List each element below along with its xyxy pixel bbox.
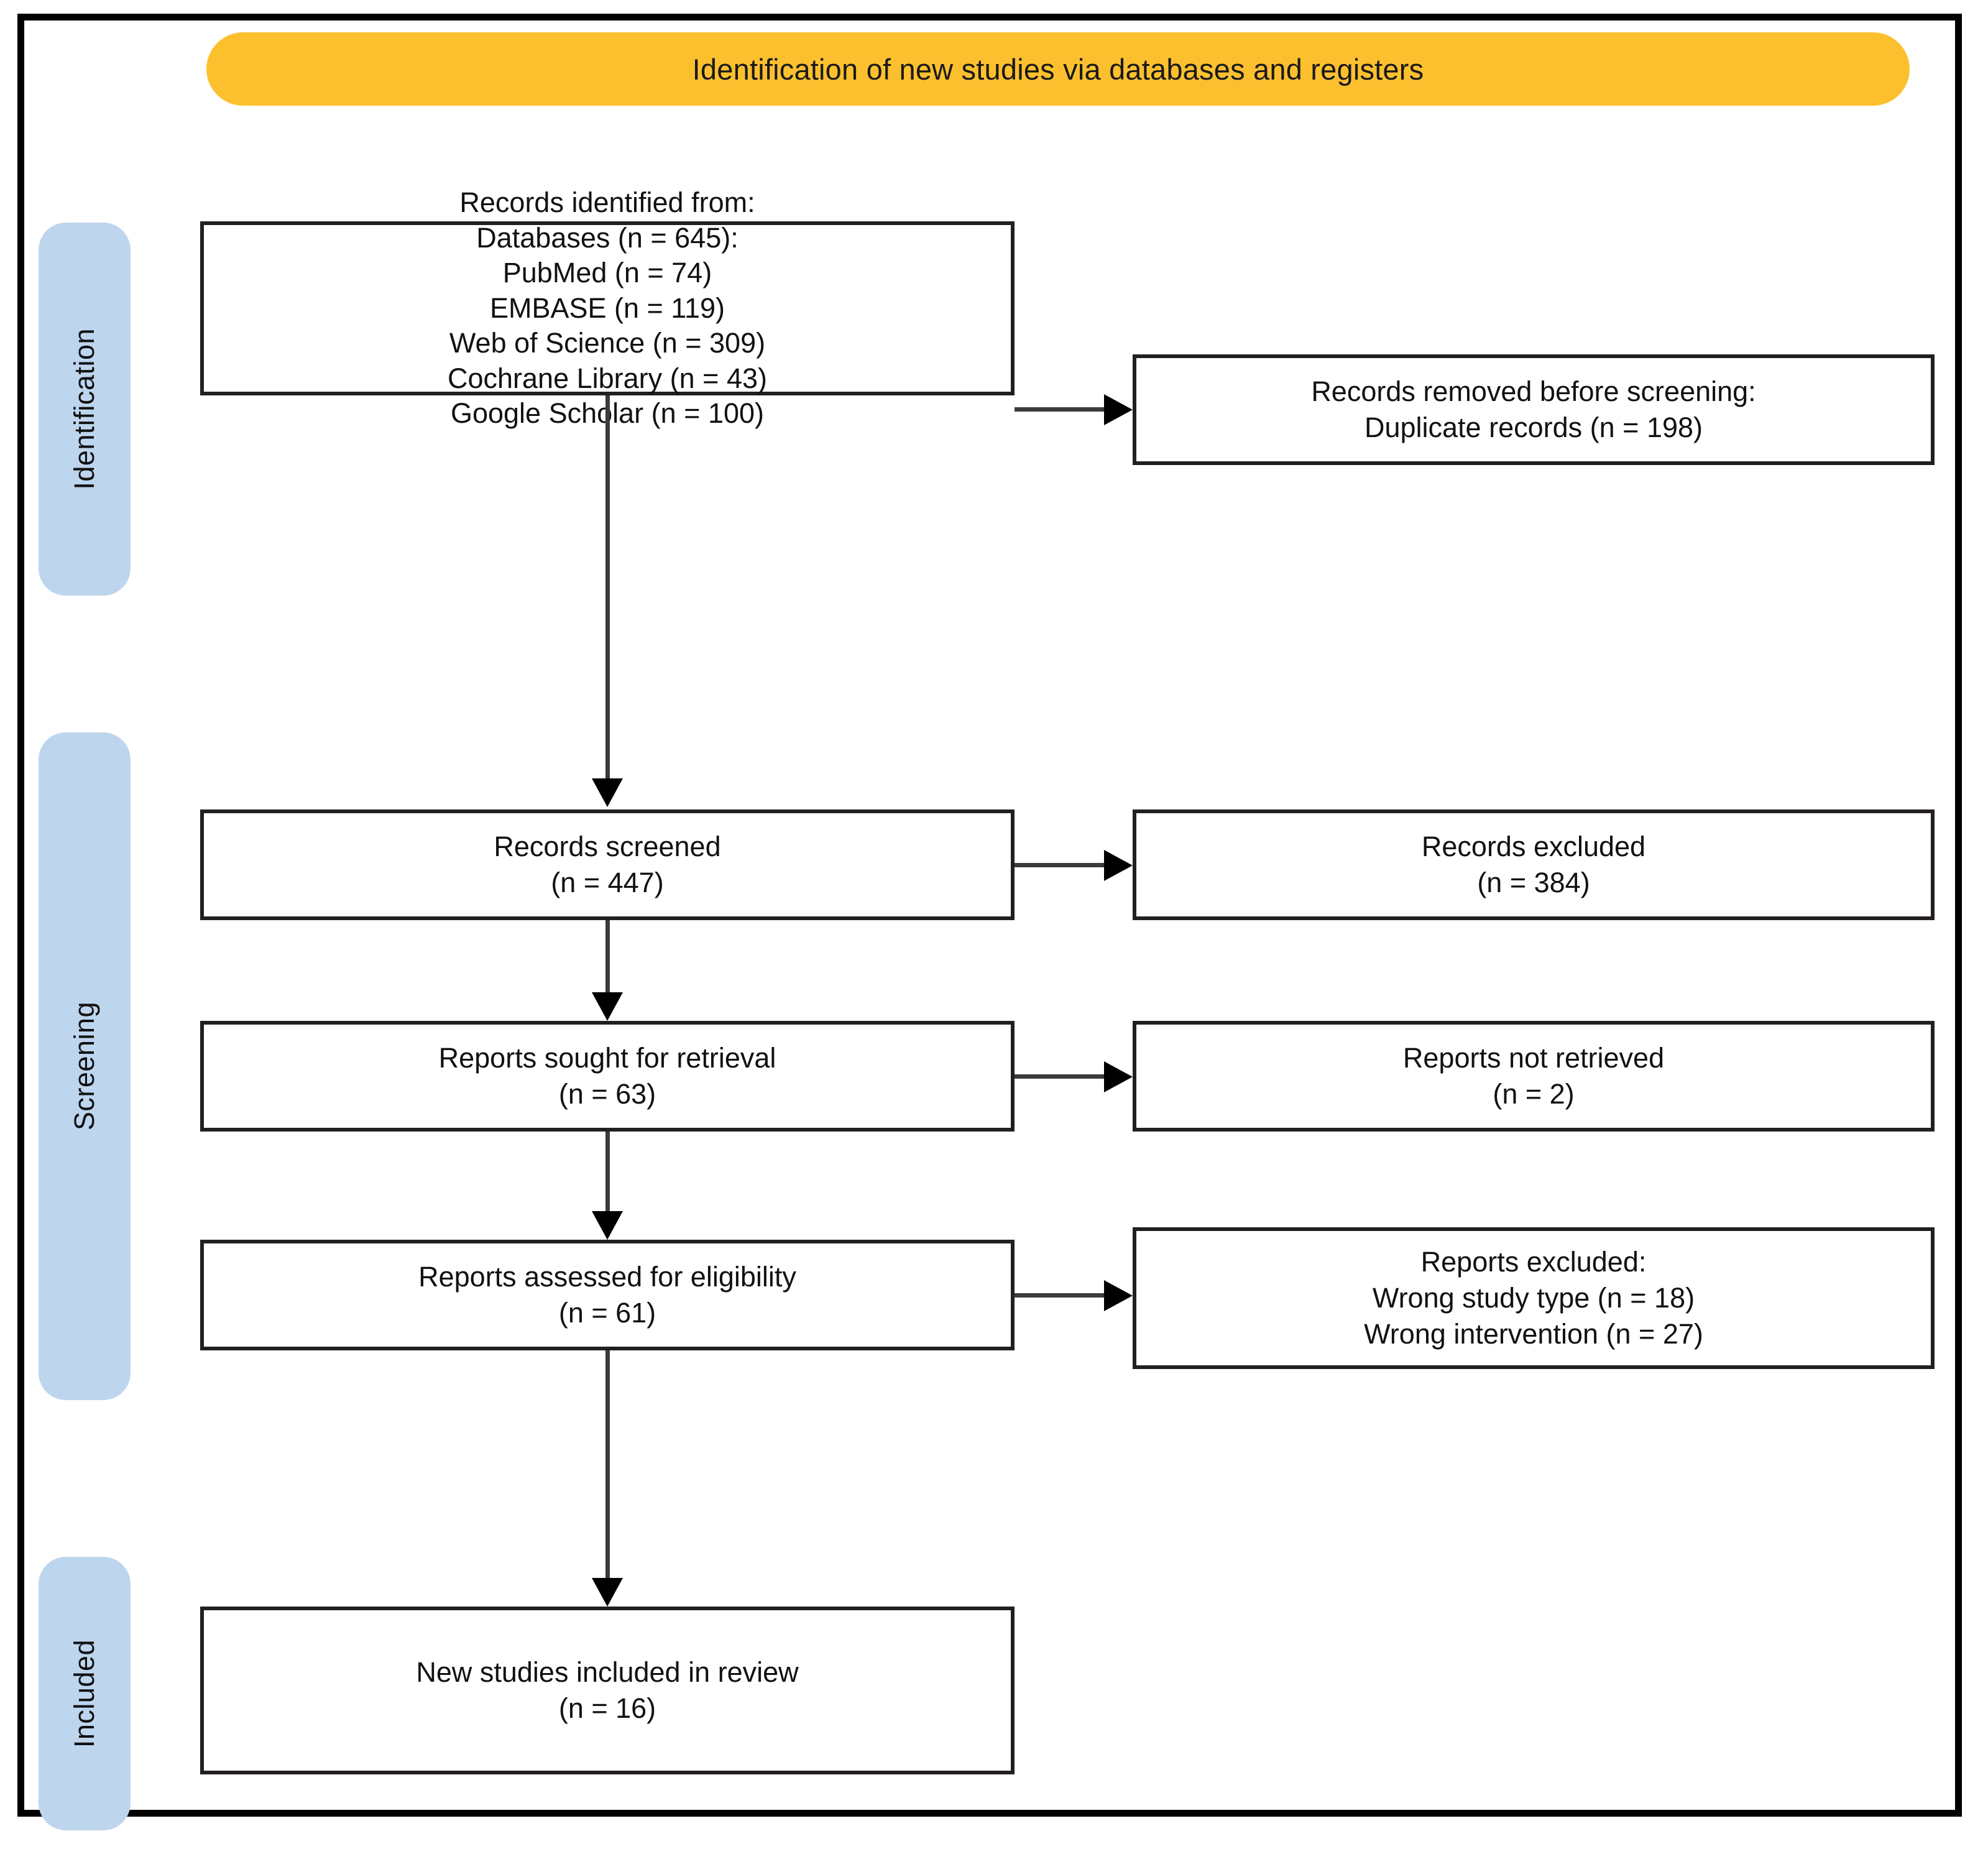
identification-banner: Identification of new studies via databa…	[206, 32, 1910, 106]
box-line: (n = 16)	[558, 1692, 656, 1724]
box-reports-excluded: Reports excluded: Wrong study type (n = …	[1133, 1227, 1935, 1369]
arrowhead-assessed-to-reports-excluded	[1104, 1280, 1133, 1311]
box-line: (n = 2)	[1493, 1078, 1575, 1110]
box-line: Wrong study type (n = 18)	[1372, 1281, 1695, 1314]
box-records-excluded: Records excluded (n = 384)	[1133, 809, 1935, 920]
box-records-screened: Records screened (n = 447)	[200, 809, 1015, 920]
stage-pill-included: Included	[39, 1557, 131, 1830]
box-line: Wrong intervention (n = 27)	[1364, 1318, 1703, 1350]
box-records-identified: Records identified from: Databases (n = …	[200, 187, 1015, 429]
connector-sought-to-not-retrieved	[1015, 1074, 1105, 1079]
stage-label-identification: Identification	[68, 328, 100, 490]
box-line: PubMed (n = 74)	[502, 257, 712, 289]
box-line: Databases (n = 645):	[476, 221, 739, 254]
box-line: Reports not retrieved	[1402, 1041, 1665, 1074]
box-line: (n = 447)	[551, 867, 664, 898]
connector-screened-to-sought	[605, 920, 610, 995]
connector-assessed-to-included	[605, 1350, 610, 1580]
arrowhead-identified-to-screened	[592, 778, 623, 807]
stage-pill-identification: Identification	[39, 223, 131, 596]
box-line: Reports sought for retrieval	[438, 1041, 776, 1074]
arrowhead-sought-to-not-retrieved	[1104, 1061, 1133, 1092]
connector-assessed-to-reports-excluded	[1015, 1293, 1105, 1298]
stage-label-included: Included	[68, 1639, 100, 1748]
box-line: Cochrane Library (n = 43)	[447, 362, 767, 394]
banner-label: Identification of new studies via databa…	[692, 52, 1424, 86]
box-records-removed: Records removed before screening: Duplic…	[1133, 354, 1935, 465]
box-line: Records excluded	[1421, 830, 1646, 862]
box-reports-sought: Reports sought for retrieval (n = 63)	[200, 1021, 1015, 1132]
box-line: (n = 61)	[558, 1297, 656, 1329]
connector-screened-to-excluded	[1015, 863, 1105, 867]
box-line: Records identified from:	[459, 187, 755, 219]
arrowhead-screened-to-sought	[592, 992, 623, 1021]
box-line: Records screened	[494, 830, 721, 862]
stage-pill-screening: Screening	[39, 732, 131, 1400]
box-line: (n = 63)	[558, 1078, 656, 1110]
box-line: Reports assessed for eligibility	[418, 1260, 796, 1293]
box-reports-assessed: Reports assessed for eligibility (n = 61…	[200, 1240, 1015, 1350]
connector-identified-to-screened	[605, 395, 610, 781]
box-line: Web of Science (n = 309)	[449, 327, 766, 359]
box-line: Duplicate records (n = 198)	[1364, 412, 1703, 443]
arrowhead-identified-to-removed	[1104, 394, 1133, 425]
box-line: New studies included in review	[416, 1656, 799, 1688]
arrowhead-assessed-to-included	[592, 1578, 623, 1607]
connector-identified-to-removed	[1015, 407, 1105, 412]
arrowhead-sought-to-assessed	[592, 1211, 623, 1240]
arrowhead-screened-to-excluded	[1104, 850, 1133, 881]
box-line: EMBASE (n = 119)	[489, 292, 725, 324]
box-line: Records removed before screening:	[1311, 375, 1756, 407]
box-line: (n = 384)	[1477, 867, 1590, 898]
connector-sought-to-assessed	[605, 1132, 610, 1214]
box-new-studies-included: New studies included in review (n = 16)	[200, 1607, 1015, 1774]
box-reports-not-retrieved: Reports not retrieved (n = 2)	[1133, 1021, 1935, 1132]
box-line: Reports excluded:	[1420, 1245, 1647, 1278]
stage-label-screening: Screening	[68, 1002, 100, 1131]
